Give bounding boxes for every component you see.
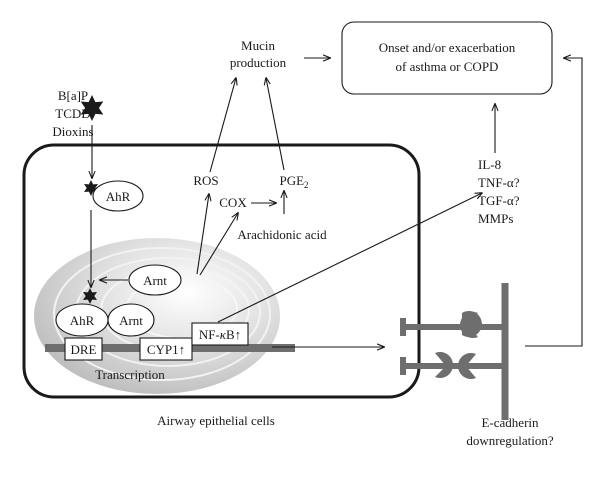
nfkb-label: NF-κB↑: [199, 327, 241, 342]
cytokine-tgf: TGF-α?: [478, 193, 520, 208]
mucin-line1: Mucin: [241, 38, 275, 53]
arnt-bound: [107, 303, 155, 337]
ligand-dioxins: Dioxins: [52, 124, 93, 139]
outcome-box: [341, 21, 553, 95]
arachidonic-acid-label: Arachidonic acid: [237, 227, 327, 242]
cytokine-mmps: MMPs: [478, 211, 513, 226]
nfkb-box: [191, 322, 249, 346]
ecadherin-left-bottom-icon: [435, 352, 453, 378]
cyp1-box: [139, 337, 193, 361]
pge2-label: PGE2: [279, 173, 308, 190]
ahr-cytoplasmic: [92, 180, 144, 212]
arnt-free: [128, 264, 182, 296]
ahr-nuclear-label: AhR: [70, 313, 95, 328]
ligand-tcdd: TCDD: [55, 106, 90, 121]
arnt-bound-label: Arnt: [119, 313, 143, 328]
cytokine-tnf: TNF-α?: [478, 175, 520, 190]
ecadherin-line1: E-cadherin: [481, 415, 539, 430]
cyp1-label: CYP1↑: [147, 342, 185, 357]
dre-box: [64, 337, 103, 361]
ros-label: ROS: [193, 173, 218, 188]
bound-ligand-star-icon: [84, 180, 98, 196]
cytokine-il8: IL-8: [478, 157, 501, 172]
ecadherin-right-top-icon: [460, 312, 478, 338]
cell-junction: [400, 283, 509, 420]
ecadherin-right-bottom-icon: [458, 352, 476, 379]
mucin-line2: production: [230, 55, 287, 70]
ligand-bap: B[a]P: [58, 88, 88, 103]
ecadherin-line2: downregulation?: [466, 433, 554, 448]
arnt-free-label: Arnt: [143, 273, 167, 288]
cox-label: COX: [219, 195, 247, 210]
outcome-line1: Onset and/or exacerbation: [379, 40, 516, 55]
cell-membrane: [22, 143, 421, 399]
nuclear-ligand-star-icon: [83, 288, 97, 304]
ligand-star-icon: [80, 95, 104, 121]
ahr-cytoplasmic-label: AhR: [106, 189, 131, 204]
dre-label: DRE: [71, 342, 97, 357]
outcome-line2: of asthma or COPD: [396, 59, 499, 74]
transcription-label: Transcription: [95, 367, 165, 382]
cell-caption: Airway epithelial cells: [157, 413, 275, 428]
